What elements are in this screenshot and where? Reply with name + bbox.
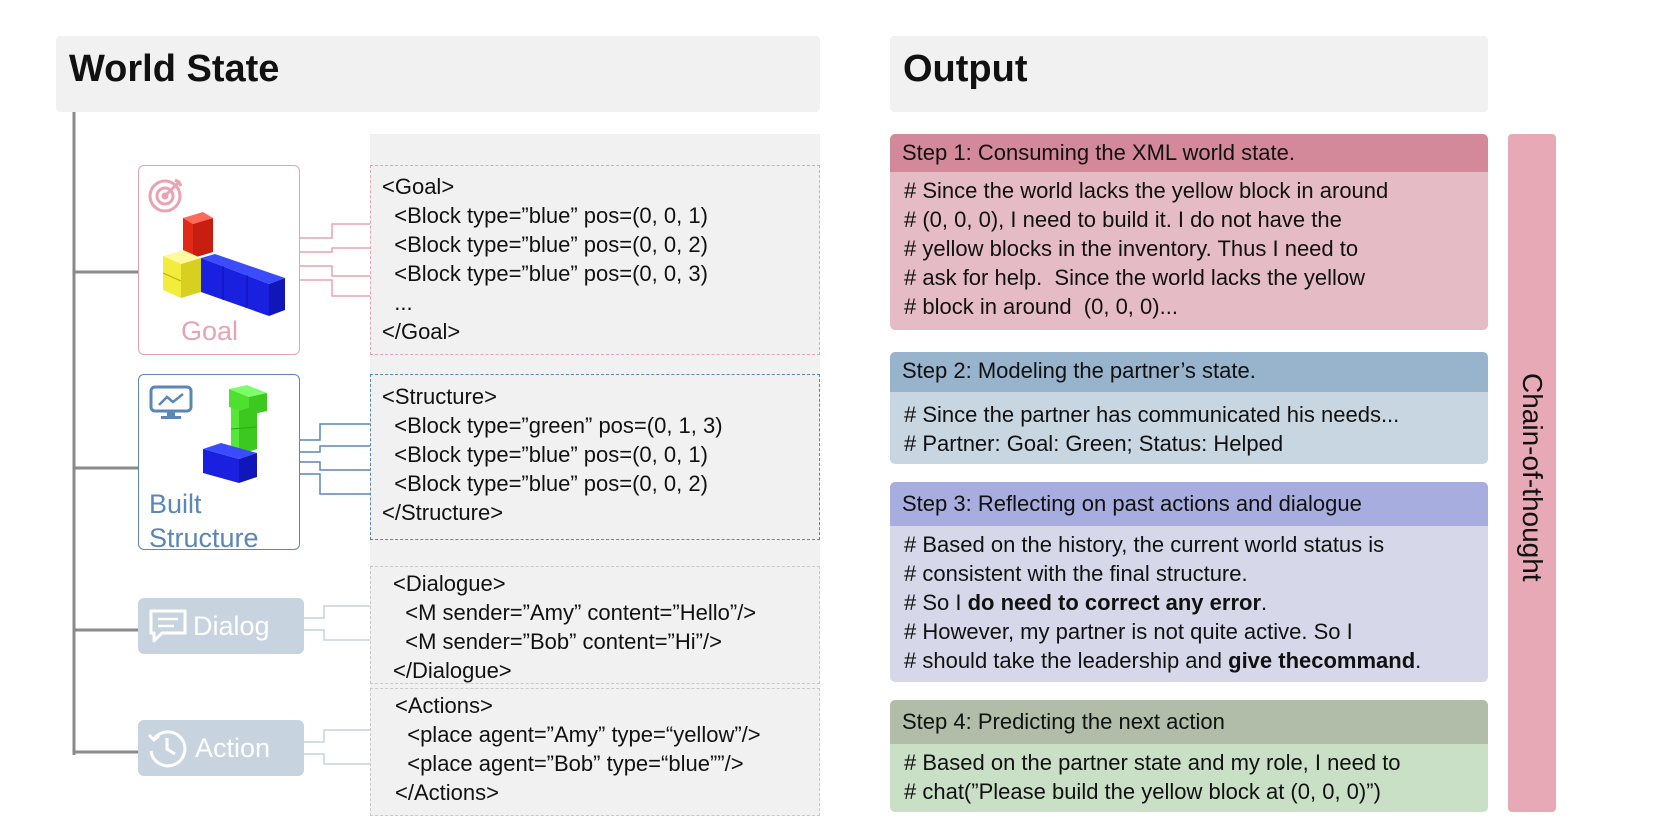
step3-line5-emphasis: give thecommand — [1228, 648, 1416, 673]
actions-xml-line: <Actions> — [395, 693, 493, 718]
step4-line: # chat(”Please build the yellow block at… — [904, 779, 1381, 804]
step2-body: # Since the partner has communicated his… — [890, 392, 1488, 464]
structure-xml-line: <Block type=”green” pos=(0, 1, 3) — [382, 413, 723, 438]
output-title: Output — [903, 48, 1028, 90]
step1-line: # yellow blocks in the inventory. Thus I… — [904, 236, 1359, 261]
chain-of-thought-label: Chain-of-thought — [1517, 373, 1548, 582]
dialog-card: Dialog — [138, 598, 304, 654]
goal-xml-line: <Goal> — [382, 174, 455, 199]
chat-bubble-icon — [149, 609, 187, 643]
goal-xml-box: <Goal> <Block type=”blue” pos=(0, 0, 1) … — [370, 165, 820, 355]
step3-line: # Based on the history, the current worl… — [904, 532, 1385, 557]
built-structure-label-line1: Built — [149, 489, 202, 519]
goal-card: Goal — [138, 165, 300, 355]
dialogue-xml-line: </Dialogue> — [393, 658, 512, 683]
goal-xml-line: ... — [382, 290, 413, 315]
step3-body: # Based on the history, the current worl… — [890, 526, 1488, 682]
actions-xml-line: <place agent=”Bob” type=“blue””/> — [395, 751, 744, 776]
step2-header: Step 2: Modeling the partner’s state. — [890, 352, 1488, 392]
step3-line3-emphasis: do need to correct any error — [967, 590, 1262, 615]
dialogue-xml-line: <Dialogue> — [393, 571, 506, 596]
dialog-label: Dialog — [193, 611, 270, 641]
step3-header: Step 3: Reflecting on past actions and d… — [890, 482, 1488, 526]
step3-line: # So I do need to correct any error. — [904, 588, 1267, 617]
step2-line: # Partner: Goal: Green; Status: Helped — [904, 431, 1284, 456]
step3-line: # However, my partner is not quite activ… — [904, 619, 1353, 644]
goal-xml-line: </Goal> — [382, 319, 461, 344]
step1-line: # Since the world lacks the yellow block… — [904, 178, 1389, 203]
history-clock-icon — [147, 730, 187, 768]
step1-body: # Since the world lacks the yellow block… — [890, 172, 1488, 330]
structure-xml-line: <Structure> — [382, 384, 497, 409]
step1-line: # block in around (0, 0, 0)... — [904, 294, 1178, 319]
structure-xml-line: <Block type=”blue” pos=(0, 0, 2) — [382, 471, 708, 496]
actions-xml-line: </Actions> — [395, 780, 499, 805]
step4-line: # Based on the partner state and my role… — [904, 750, 1401, 775]
step3-line: # consistent with the final structure. — [904, 561, 1248, 586]
xml-panel — [370, 134, 820, 816]
step3-line3-end: . — [1261, 590, 1268, 615]
target-icon — [148, 178, 183, 213]
structure-xml-box: <Structure> <Block type=”green” pos=(0, … — [370, 374, 820, 540]
step1-line: # (0, 0, 0), I need to build it. I do no… — [904, 207, 1342, 232]
step3-line: # should take the leadership and give th… — [904, 646, 1421, 675]
actions-xml-line: <place agent=”Amy” type=“yellow”/> — [395, 722, 761, 747]
built-structure-label-line2: Structure — [149, 523, 259, 553]
goal-xml-line: <Block type=”blue” pos=(0, 0, 1) — [382, 203, 708, 228]
built-structure-card: Built Structure — [138, 374, 300, 553]
goal-blocks-icon — [162, 212, 285, 316]
structure-xml-line: </Structure> — [382, 500, 504, 525]
step4-body: # Based on the partner state and my role… — [890, 744, 1488, 812]
goal-label: Goal — [181, 316, 239, 346]
structure-xml-line: <Block type=”blue” pos=(0, 0, 1) — [382, 442, 708, 467]
action-label: Action — [195, 733, 271, 763]
actions-xml-box: <Actions> <place agent=”Amy” type=“yello… — [370, 688, 820, 816]
action-card: Action — [138, 720, 304, 776]
step1-line: # ask for help. Since the world lacks th… — [904, 265, 1366, 290]
dialogue-xml-line: <M sender=”Bob” content=”Hi”/> — [393, 629, 722, 654]
step4-header: Step 4: Predicting the next action — [890, 700, 1488, 744]
monitor-icon — [149, 385, 193, 419]
step3-line5-text: # should take the leadership and — [904, 648, 1229, 673]
step3-line3-text: # So I — [904, 590, 968, 615]
structure-blocks-icon — [203, 385, 267, 483]
step1-header: Step 1: Consuming the XML world state. — [890, 134, 1488, 172]
step2-line: # Since the partner has communicated his… — [904, 402, 1400, 427]
output-header: Output — [890, 36, 1488, 112]
goal-xml-line: <Block type=”blue” pos=(0, 0, 2) — [382, 232, 708, 257]
goal-xml-line: <Block type=”blue” pos=(0, 0, 3) — [382, 261, 708, 286]
dialogue-xml-box: <Dialogue> <M sender=”Amy” content=”Hell… — [370, 566, 820, 684]
chain-of-thought-bar — [1508, 134, 1556, 812]
world-state-header: World State — [56, 36, 820, 112]
dialogue-xml-line: <M sender=”Amy” content=”Hello”/> — [393, 600, 757, 625]
step3-line5-end: . — [1415, 648, 1422, 673]
world-state-title: World State — [69, 48, 280, 90]
